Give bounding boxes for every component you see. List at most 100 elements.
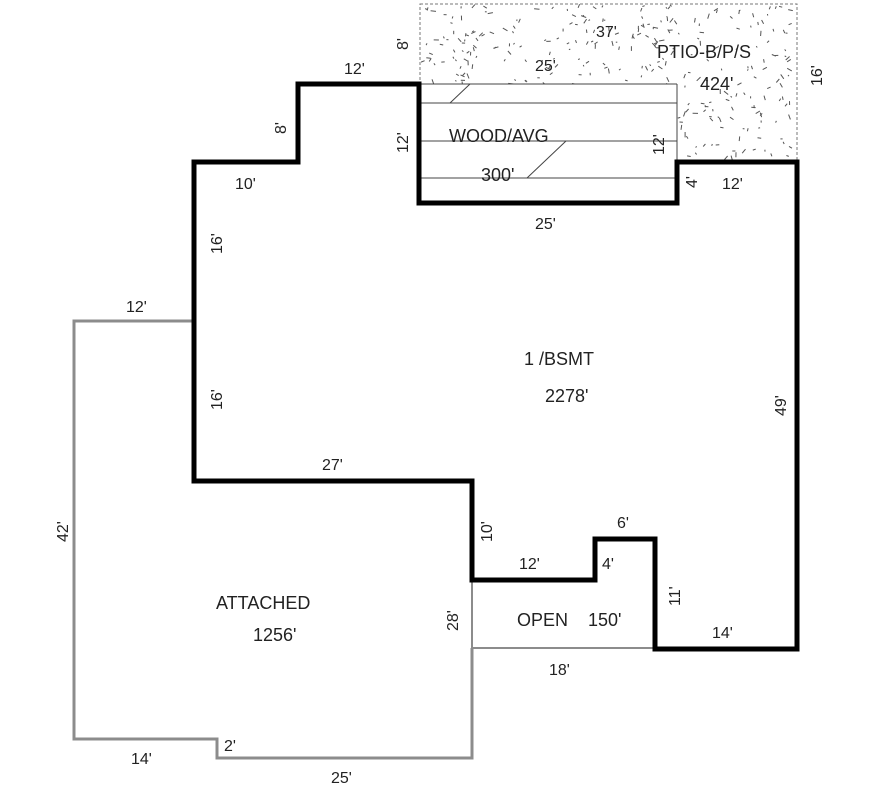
patio-speckle xyxy=(766,40,770,43)
patio-speckle xyxy=(424,8,428,10)
patio-speckle xyxy=(592,6,597,10)
patio-speckle xyxy=(705,79,709,82)
patio-speckle xyxy=(737,82,742,86)
patio-speckle xyxy=(784,103,788,107)
patio-speckle xyxy=(640,7,643,12)
patio-speckle xyxy=(489,31,495,35)
patio-speckle xyxy=(677,116,681,119)
patio-speckle xyxy=(542,82,545,85)
patio-speckle xyxy=(746,128,749,132)
patio-speckle xyxy=(454,59,457,62)
patio-speckle xyxy=(577,4,581,8)
patio-speckle xyxy=(604,66,608,69)
patio-speckle xyxy=(741,148,746,154)
patio-speckle xyxy=(781,96,784,101)
patio-speckle xyxy=(717,116,720,119)
dim-main-49: 49' xyxy=(773,395,790,416)
dim-open-18: 18' xyxy=(549,662,570,679)
patio-speckle xyxy=(779,82,783,88)
patio-speckle xyxy=(585,60,590,64)
patio-speckle xyxy=(755,45,758,48)
patio-speckle xyxy=(713,7,719,12)
patio-speckle xyxy=(697,37,700,40)
dim-att-28: 28' xyxy=(445,610,462,631)
patio-speckle xyxy=(452,56,455,59)
patio-speckle xyxy=(462,72,466,76)
patio-speckle xyxy=(472,44,477,49)
patio-speckle xyxy=(652,26,659,29)
patio-speckle xyxy=(657,61,660,63)
patio-speckle xyxy=(703,109,707,113)
patio-speckle xyxy=(487,12,493,15)
patio-speckle xyxy=(582,64,585,67)
patio-speckle xyxy=(463,58,468,62)
patio-speckle xyxy=(730,155,733,161)
patio-speckle xyxy=(752,13,755,18)
patio-speckle xyxy=(694,152,698,155)
patio-speckle xyxy=(696,76,701,82)
patio-speckle xyxy=(731,106,734,111)
patio-speckle xyxy=(556,37,560,40)
patio-speckle xyxy=(471,4,476,9)
patio-speckle xyxy=(631,33,634,39)
patio-speckle xyxy=(433,63,436,66)
patio-speckle xyxy=(761,19,765,25)
dim-wood-bottom-25: 25' xyxy=(535,216,556,233)
patio-speckle xyxy=(762,66,768,71)
dim-att-2: 2' xyxy=(224,738,236,755)
patio-speckle xyxy=(461,50,464,52)
patio-speckle xyxy=(782,141,785,145)
patio-speckle xyxy=(669,4,672,7)
dim-patio-25: 25' xyxy=(535,58,556,75)
patio-speckle xyxy=(430,10,437,12)
dim-wood-12-right: 12' xyxy=(651,134,668,155)
patio-speckle xyxy=(725,98,730,102)
dim-main-11: 11' xyxy=(667,586,684,606)
patio-speckle xyxy=(662,57,665,60)
patio-speckle xyxy=(775,78,780,83)
patio-speckle xyxy=(763,95,766,101)
patio-speckle xyxy=(735,48,738,51)
patio-speckle xyxy=(552,57,556,60)
patio-speckle xyxy=(683,73,686,79)
patio-speckle xyxy=(466,73,470,79)
patio-speckle xyxy=(503,58,506,62)
patio-speckle xyxy=(637,28,640,33)
dim-patio-37: 37' xyxy=(596,24,617,41)
patio-speckle xyxy=(571,14,577,18)
dim-main-left-16-lower: 16' xyxy=(209,389,226,410)
patio-speckle xyxy=(788,114,791,120)
attached-outline xyxy=(72,319,474,760)
patio-speckle xyxy=(475,37,479,42)
patio-speckle xyxy=(568,48,571,51)
patio-speckle xyxy=(750,65,753,70)
dim-main-27: 27' xyxy=(322,457,343,474)
patio-speckle xyxy=(642,5,645,7)
patio-speckle xyxy=(641,16,644,19)
patio-speckle xyxy=(478,32,484,37)
patio-speckle xyxy=(715,9,718,14)
patio-speckle xyxy=(659,39,665,42)
patio-speckle xyxy=(743,92,746,96)
patio-speckle xyxy=(736,27,740,30)
patio-speckle xyxy=(592,29,596,34)
patio-speckle xyxy=(466,50,470,54)
patio-speckle xyxy=(582,14,585,17)
wood-area-value: 300' xyxy=(481,165,514,185)
dim-main-6-top: 6' xyxy=(617,515,629,532)
patio-speckle xyxy=(512,31,514,34)
patio-speckle xyxy=(778,5,783,8)
patio-speckle xyxy=(770,153,773,157)
patio-speckle xyxy=(549,72,553,76)
patio-speckle xyxy=(425,43,428,46)
dim-main-4-right: 4' xyxy=(684,176,701,188)
patio-speckle xyxy=(544,39,547,42)
patio-speckle xyxy=(753,76,757,79)
open-area-outline xyxy=(471,580,655,649)
patio-speckle xyxy=(459,65,462,69)
patio-speckle xyxy=(700,102,705,105)
patio-speckle xyxy=(685,135,689,139)
patio-speckle xyxy=(513,42,515,45)
wood-deck-area xyxy=(419,83,678,204)
patio-speckle xyxy=(724,155,728,160)
